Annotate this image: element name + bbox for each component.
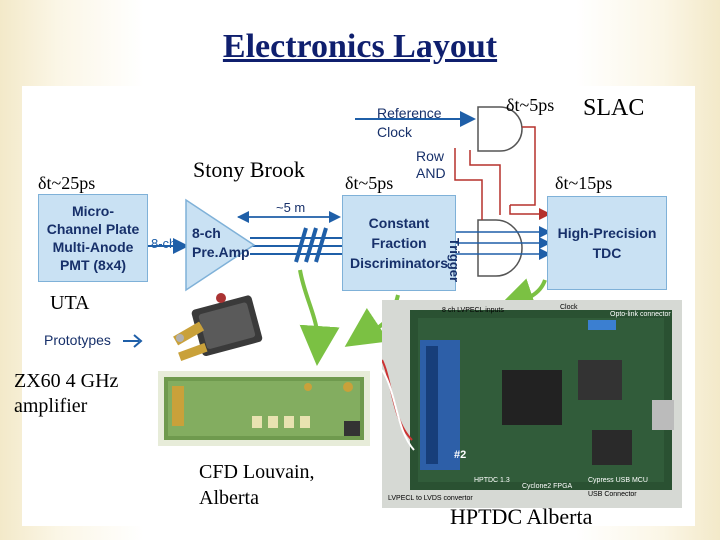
page-title: Electronics Layout bbox=[222, 28, 498, 65]
zx60-label: ZX60 4 GHz amplifier bbox=[14, 370, 119, 417]
trigger-out bbox=[510, 126, 536, 206]
trigger-line-b bbox=[469, 150, 501, 215]
cfd-board-photo bbox=[158, 371, 370, 446]
tdc-box: High-Precision TDC bbox=[547, 196, 667, 290]
cfd-location-label: CFD Louvain, Alberta bbox=[199, 461, 315, 509]
dt-15-label: δt~15ps bbox=[555, 173, 613, 193]
board-label-lvpecl: 8 ch LVPECL inputs bbox=[442, 307, 504, 314]
dt-5-top-label: δt~5ps bbox=[506, 95, 555, 115]
dt-5-mid-label: δt~5ps bbox=[345, 173, 394, 193]
trigger-label: Trigger bbox=[447, 238, 462, 283]
board-label-cyclone: Cyclone2 FPGA bbox=[522, 483, 573, 490]
board-label-opto: Opto-link connector bbox=[610, 311, 671, 318]
board-label-clock: Clock bbox=[560, 304, 578, 311]
prototypes-label: Prototypes bbox=[44, 332, 111, 348]
prototypes-arrow bbox=[123, 334, 143, 348]
amplifier-photo bbox=[173, 293, 263, 362]
eight-ch-label: 8-ch bbox=[151, 236, 177, 251]
board-label-lvds: LVPECL to LVDS convertor bbox=[388, 495, 473, 502]
and-gate-bottom bbox=[477, 219, 523, 277]
preamp-triangle bbox=[185, 198, 256, 292]
board-label-usb: USB Connector bbox=[588, 491, 637, 498]
stony-brook-label: Stony Brook bbox=[193, 157, 305, 182]
board-label-hptdc13: HPTDC 1.3 bbox=[474, 477, 510, 484]
hptdc-board-photo: 8 ch LVPECL inputs Clock Opto-link conne… bbox=[382, 300, 682, 508]
mcp-pmt-box: Micro- Channel Plate Multi-Anode PMT (8x… bbox=[38, 194, 148, 282]
trigger-line-a bbox=[454, 148, 483, 220]
board-label-n2: #2 bbox=[454, 449, 466, 461]
five-m-label: ~5 m bbox=[276, 200, 306, 215]
slac-label: SLAC bbox=[583, 95, 645, 121]
preamp-label: 8-ch Pre.Amp bbox=[192, 225, 250, 260]
and-gate-top bbox=[477, 106, 523, 152]
dt-25-label: δt~25ps bbox=[38, 173, 96, 193]
uta-label: UTA bbox=[50, 292, 90, 314]
hptdc-label: HPTDC Alberta bbox=[450, 504, 593, 529]
ref-clock-label: Reference Clock bbox=[377, 105, 442, 140]
green-arrow-preamp bbox=[298, 269, 340, 366]
board-label-cypress: Cypress USB MCU bbox=[588, 477, 648, 484]
tdc-in-red bbox=[509, 205, 551, 220]
cfd-box: Constant Fraction Discriminators bbox=[342, 195, 456, 291]
row-and-label: Row AND bbox=[416, 148, 446, 181]
